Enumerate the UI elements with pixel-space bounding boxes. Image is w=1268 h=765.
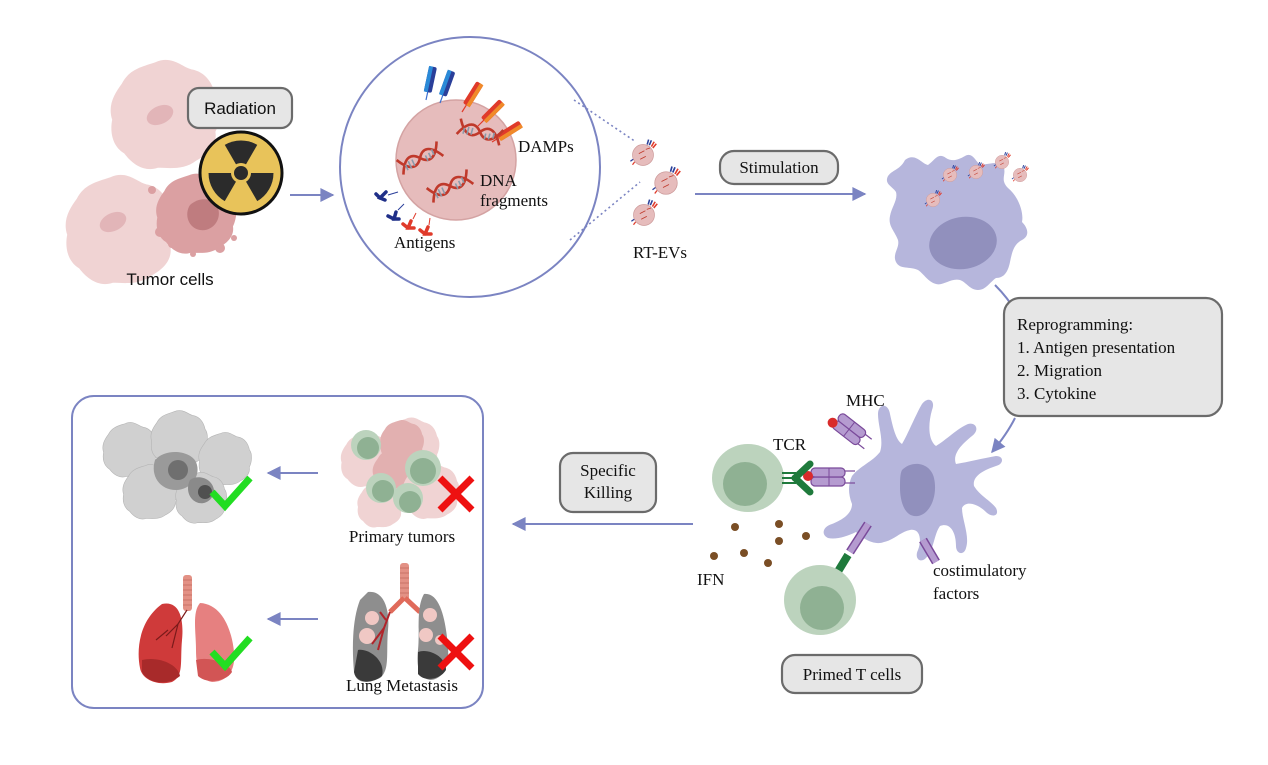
rt-evs-group [629, 138, 682, 227]
radiation-icon [198, 130, 284, 216]
mhc-molecule [827, 413, 873, 450]
ifn-label: IFN [697, 570, 724, 589]
tcr-receptor [782, 460, 814, 496]
primary-tumor-after [102, 410, 252, 524]
lung-metastasis-label: Lung Metastasis [346, 676, 458, 695]
damps-label: DAMPs [518, 137, 574, 156]
dna-label-line2: fragments [480, 191, 548, 210]
antigens [374, 190, 433, 236]
primary-tumor-before [340, 417, 460, 528]
reprogramming-callout: Reprogramming: 1. Antigen presentation 2… [1002, 296, 1224, 418]
t-cell [784, 565, 856, 635]
primed-t-cells-label: Primed T cells [803, 665, 902, 684]
dendritic-cell-stimulated [886, 151, 1030, 290]
radiation-callout: Radiation [186, 86, 294, 130]
primed-t-cells-callout: Primed T cells [780, 653, 924, 695]
antigen-peptide [803, 471, 813, 481]
cross-icon [437, 475, 475, 513]
stimulation-label: Stimulation [739, 158, 819, 177]
tumor-cells-label: Tumor cells [126, 270, 213, 289]
specific-killing-line2: Killing [584, 483, 633, 502]
mature-dendritic-cell [823, 399, 1002, 561]
rt-evs-label: RT-EVs [633, 243, 687, 262]
reprogramming-item: 2. Migration [1017, 361, 1102, 380]
cross-icon [437, 633, 475, 671]
dc-nucleus [929, 216, 997, 270]
mhc-label: MHC [846, 391, 885, 410]
antigens-label: Antigens [394, 233, 455, 252]
check-icon [209, 475, 253, 512]
specific-killing-line1: Specific [580, 461, 636, 480]
lung-metastasis-before [352, 563, 449, 682]
check-icon [209, 635, 253, 672]
reprogramming-item: 3. Cytokine [1017, 384, 1096, 403]
tumor-cells-group [65, 59, 237, 285]
rt-ev [629, 138, 658, 167]
ev-zoom-circle: DAMPs DNA fragments Antigens [339, 36, 641, 298]
rt-ev [630, 198, 659, 227]
specific-killing-callout: Specific Killing [558, 451, 658, 514]
ifn-cytokines [710, 520, 810, 567]
rt-ev [651, 165, 682, 196]
radiation-label: Radiation [204, 99, 276, 118]
reprogramming-title: Reprogramming: [1017, 315, 1133, 334]
dc-nucleus [900, 463, 936, 517]
tcr-label: TCR [773, 435, 807, 454]
stimulation-callout: Stimulation [718, 149, 840, 186]
dna-label-line1: DNA [480, 171, 518, 190]
t-cell [712, 444, 784, 512]
mhc-presenting [810, 467, 855, 487]
arrow-reprogramming-out [991, 417, 1016, 454]
costimulatory-label-line1: costimulatory [933, 561, 1027, 580]
primary-tumors-label: Primary tumors [349, 527, 455, 546]
costimulatory-label-line2: factors [933, 584, 979, 603]
damps-receptors [423, 65, 523, 143]
costimulatory-factor [919, 537, 940, 565]
reprogramming-item: 1. Antigen presentation [1017, 338, 1176, 357]
